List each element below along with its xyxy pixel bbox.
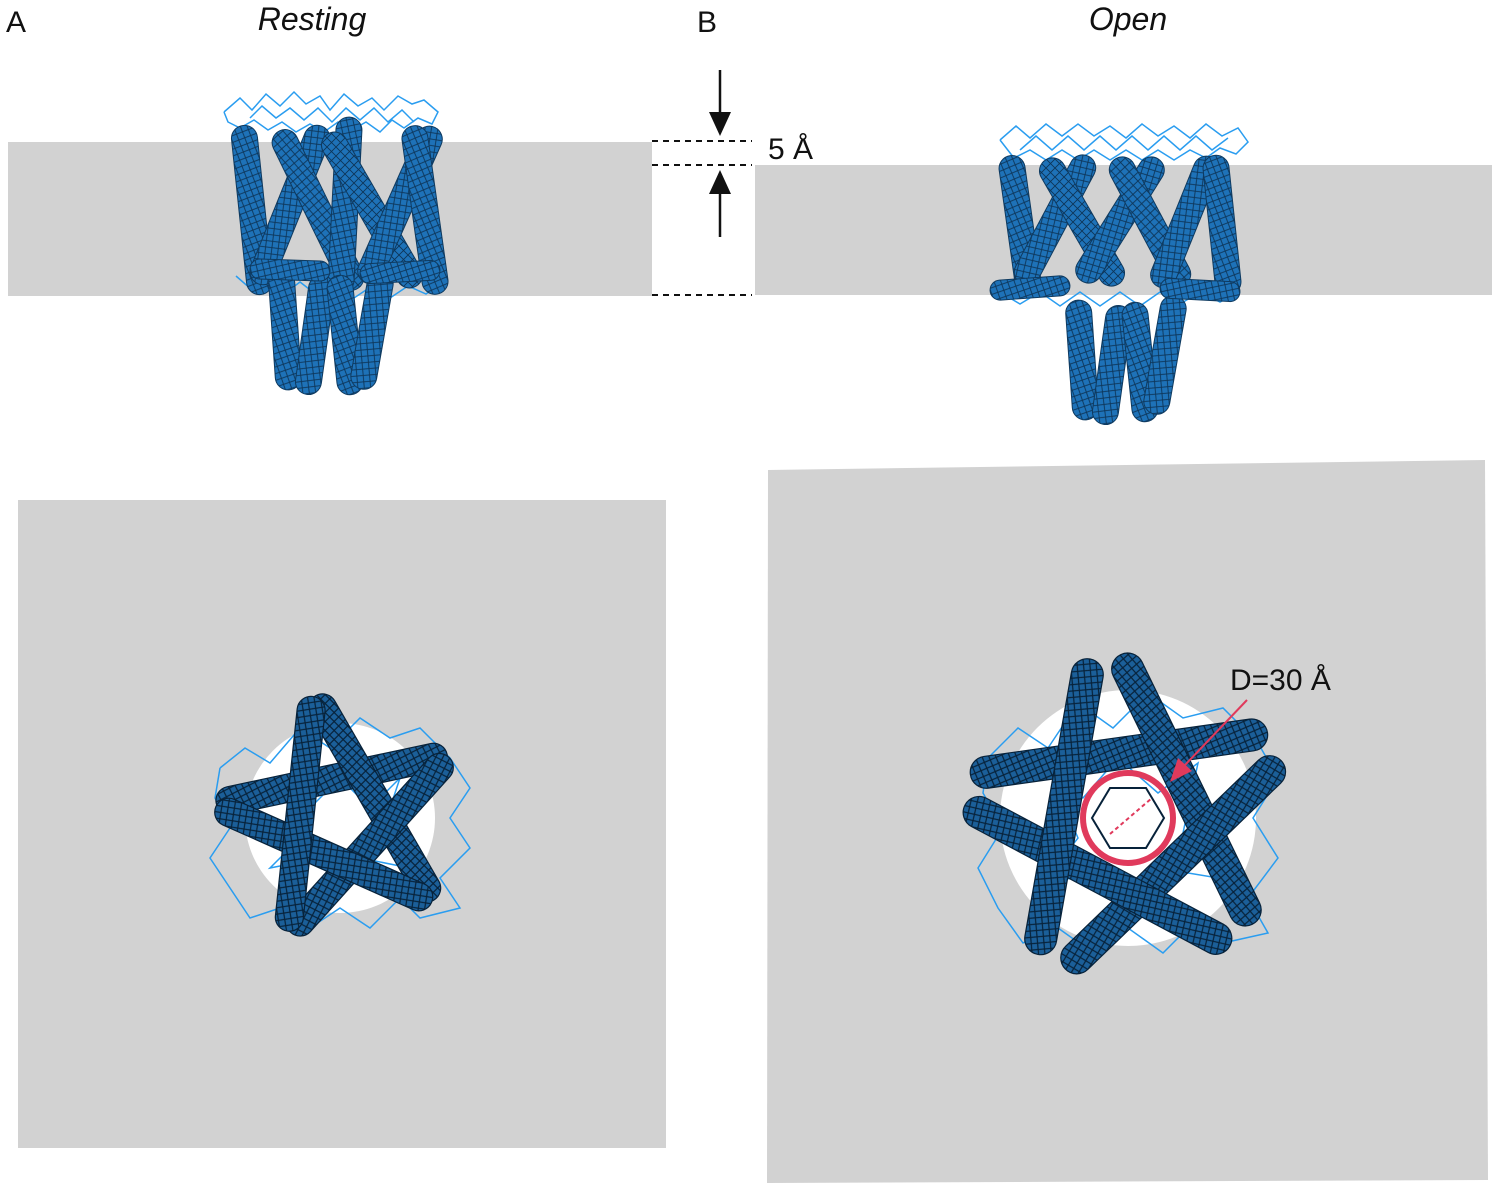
protein-top-resting [209, 693, 471, 937]
protein-side-resting [223, 90, 449, 396]
helix-star-open [962, 652, 1287, 975]
panel-b-top-view: D=30 Å [767, 460, 1488, 1183]
protein-top-open [962, 652, 1287, 975]
pore-diameter-circle [1080, 770, 1176, 866]
panel-a-letter: A [6, 6, 26, 39]
panel-b-side-view [755, 123, 1492, 426]
panel-a-title: Resting [258, 1, 367, 37]
panel-b-title: Open [1089, 1, 1167, 37]
pore-diameter-label: D=30 Å [1230, 664, 1331, 697]
protein-side-open [989, 123, 1249, 426]
thickness-label: 5 Å [768, 133, 813, 166]
panel-a-top-view [18, 500, 666, 1148]
arrow-down-icon [709, 70, 731, 136]
thickness-annotation: 5 Å [652, 70, 813, 296]
panel-b-letter: B [697, 6, 717, 39]
arrow-up-icon [709, 170, 731, 237]
helix-bundle-open [989, 154, 1242, 426]
pore-diameter-dashed-line [1109, 797, 1153, 835]
helix-star-resting [214, 693, 454, 937]
panel-a-side-view [8, 90, 652, 396]
pore-label-pointer [1170, 699, 1248, 782]
helix-bundle-resting [230, 116, 449, 396]
